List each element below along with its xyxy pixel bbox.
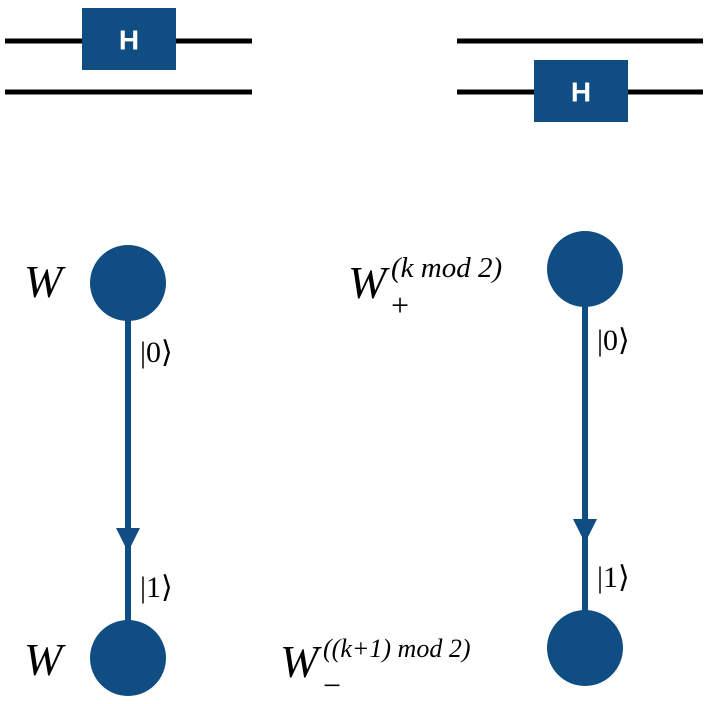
graph-right-node-bottom-label-base: W xyxy=(280,636,322,687)
graph-left-node-top xyxy=(90,245,166,321)
graph-right-node-top-label-sub: + xyxy=(391,287,409,323)
graph-right-node-top-label: W (k mod 2) + xyxy=(348,252,506,323)
graph-left-node-bottom xyxy=(90,620,166,696)
graph-left: W W |0⟩ |1⟩ xyxy=(24,245,173,696)
circuit-right: H xyxy=(457,38,703,122)
graph-right-node-bottom-label-sup: ((k+1) mod 2) xyxy=(323,634,471,663)
circuit-left-gate xyxy=(82,8,176,70)
graph-right-edge-label-bottom: |1⟩ xyxy=(597,561,630,594)
graph-right-edge-label-top: |0⟩ xyxy=(597,324,630,357)
graph-right: W (k mod 2) + W ((k+1) mod 2) − |0⟩ |1⟩ xyxy=(280,231,630,703)
circuit-right-gate xyxy=(534,60,628,122)
circuit-left: H xyxy=(5,8,252,95)
graph-right-node-top xyxy=(547,231,623,307)
graph-left-edge-arrowhead xyxy=(116,528,140,552)
graph-left-edge-label-top: |0⟩ xyxy=(140,336,173,369)
graph-right-node-bottom-label: W ((k+1) mod 2) − xyxy=(280,634,475,703)
circuit-right-gate-label: H xyxy=(571,77,591,108)
graph-right-node-bottom xyxy=(547,610,623,686)
graph-left-node-bottom-label-base: W xyxy=(24,634,66,685)
graph-right-edge-arrowhead xyxy=(573,519,597,543)
graph-right-node-top-label-sup: (k mod 2) xyxy=(391,252,502,284)
graph-left-node-top-label: W xyxy=(24,256,66,307)
graph-left-node-bottom-label: W xyxy=(24,634,66,685)
graph-left-node-top-label-base: W xyxy=(24,256,66,307)
graph-right-node-bottom-label-sub: − xyxy=(323,667,341,703)
graph-left-edge-label-bottom: |1⟩ xyxy=(140,571,173,604)
circuit-left-gate-label: H xyxy=(119,25,139,56)
graph-right-node-top-label-base: W xyxy=(348,257,390,308)
